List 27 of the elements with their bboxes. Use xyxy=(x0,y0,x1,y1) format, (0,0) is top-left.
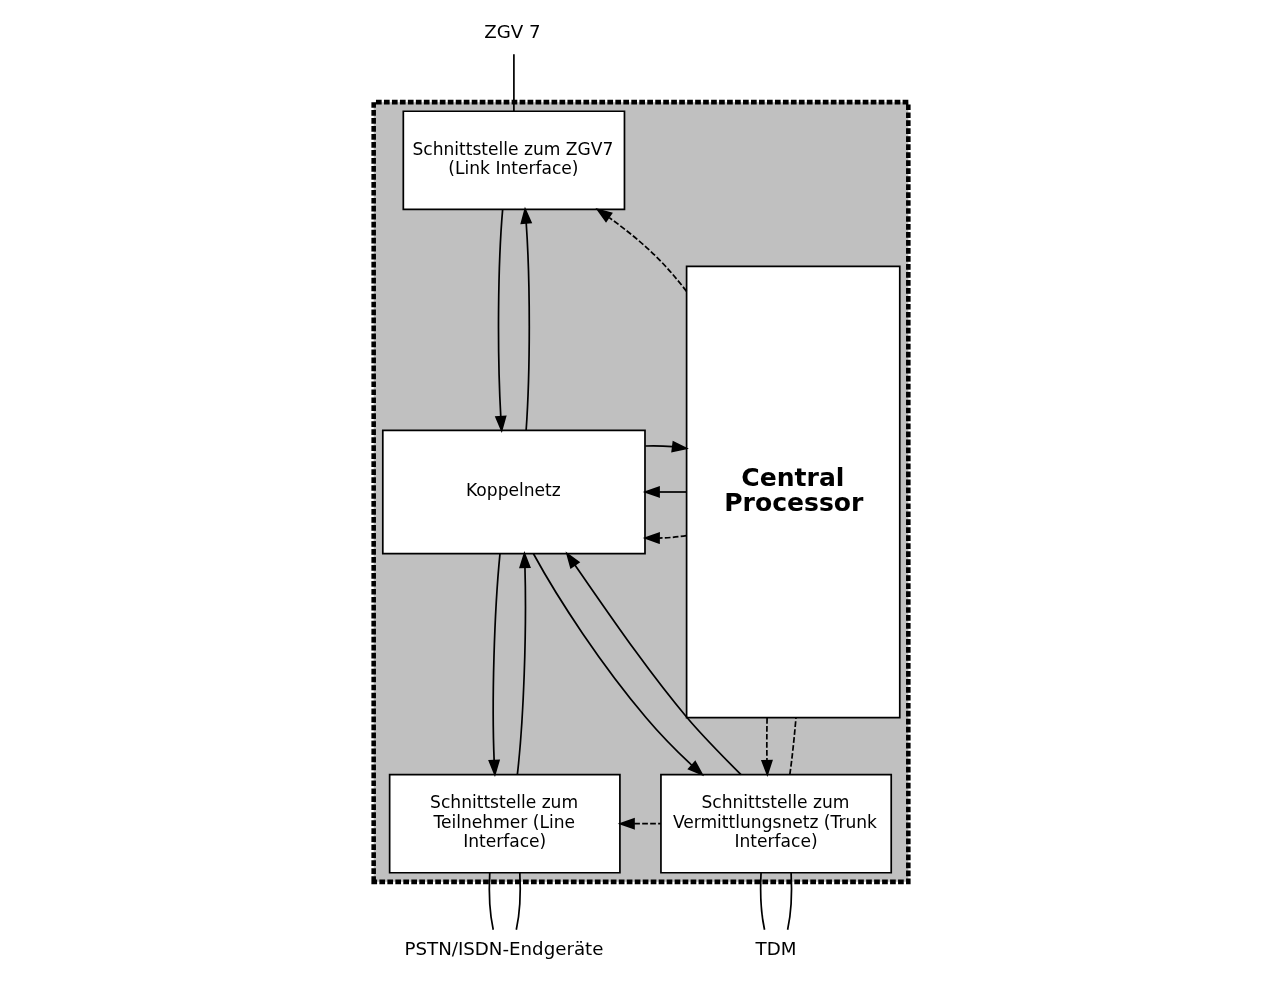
node-text: PSTN/ISDN-Endgeräte xyxy=(403,937,603,959)
connector xyxy=(759,872,765,931)
arrow xyxy=(642,486,687,498)
arrow xyxy=(516,551,531,776)
arrow xyxy=(644,440,689,453)
arrow xyxy=(519,206,532,432)
arrow xyxy=(617,817,662,830)
node-box: Koppelnetz xyxy=(381,429,646,555)
arrow xyxy=(642,532,687,545)
node-text: TDM xyxy=(755,937,796,959)
arrow xyxy=(532,552,704,777)
node-box: Schnittstelle zum Teilnehmer (Line Interface) xyxy=(388,773,621,874)
arrow xyxy=(760,717,773,778)
node-box: Schnittstelle zum Vermittlungsnetz (Trunk Interface) xyxy=(659,773,892,874)
arrow xyxy=(487,552,501,777)
node-text: ZGV 7 xyxy=(483,21,541,43)
node-box: Schnittstelle zum ZGV7 (Link Interface) xyxy=(401,110,625,211)
arrow xyxy=(494,208,507,433)
connector xyxy=(512,53,515,112)
connector xyxy=(514,872,521,931)
connector xyxy=(488,872,494,931)
cluster xyxy=(370,99,911,885)
arrow xyxy=(565,551,742,776)
node-box: Central Processor xyxy=(685,265,901,719)
arrow xyxy=(594,207,687,293)
connector xyxy=(788,717,797,776)
connector xyxy=(786,872,792,931)
